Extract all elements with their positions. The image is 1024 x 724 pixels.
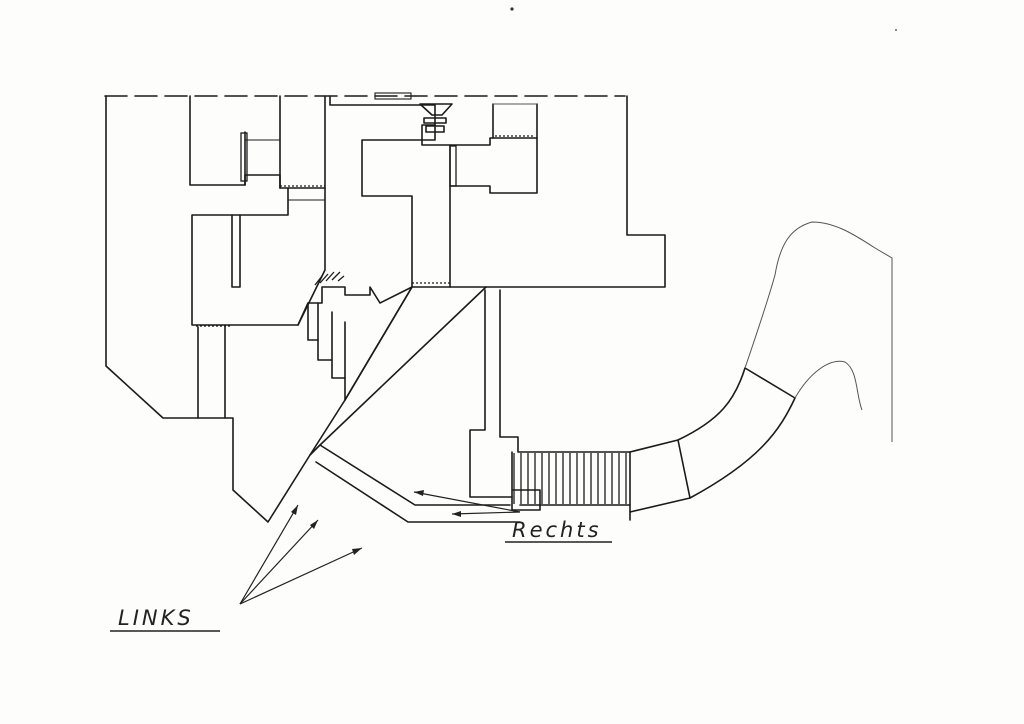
label-links: LINKS bbox=[110, 606, 220, 632]
ink-speck bbox=[895, 29, 897, 31]
ink-speck bbox=[510, 7, 514, 11]
stepped-stair-block bbox=[297, 271, 413, 401]
right-direction-arrows bbox=[413, 490, 521, 517]
right-passage bbox=[469, 289, 631, 521]
terrain-outline bbox=[744, 221, 893, 442]
entry-wedge bbox=[309, 286, 521, 523]
top-dashed-edge bbox=[104, 92, 626, 100]
curved-tunnel bbox=[629, 367, 796, 513]
left-tower-room bbox=[189, 95, 326, 189]
label-rechts-text: Rechts bbox=[512, 518, 602, 542]
center-chamber bbox=[329, 95, 453, 288]
inner-corridor bbox=[191, 187, 326, 419]
hatched-stair-run bbox=[513, 453, 627, 504]
right-chamber bbox=[449, 103, 538, 194]
label-links-text: LINKS bbox=[118, 606, 194, 630]
label-rechts: Rechts bbox=[505, 518, 612, 543]
left-direction-arrows bbox=[239, 504, 363, 605]
